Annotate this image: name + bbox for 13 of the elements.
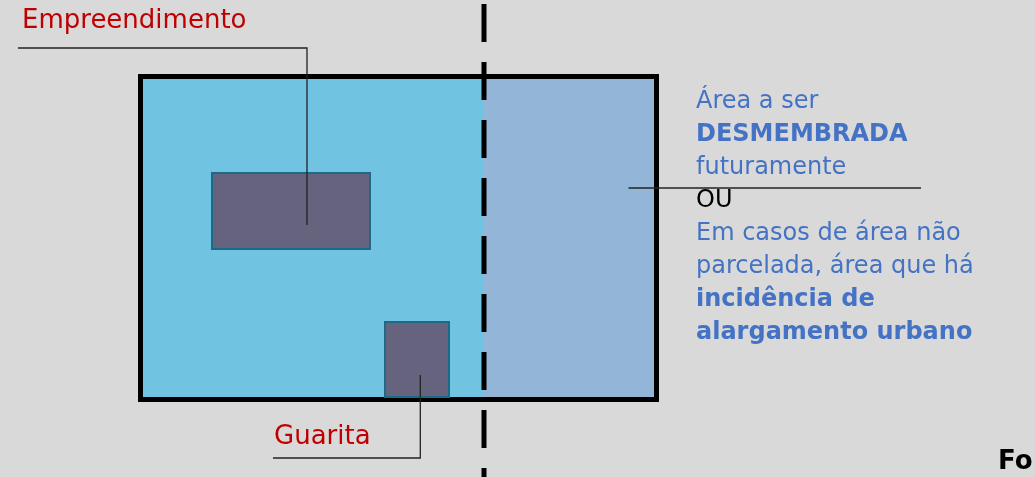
lot-outline bbox=[138, 74, 659, 402]
cut-off-text: Fo bbox=[998, 445, 1033, 475]
area-zone bbox=[484, 79, 654, 397]
connector-word: OU bbox=[696, 184, 734, 215]
leader-line bbox=[272, 374, 421, 459]
leader-line bbox=[17, 47, 308, 226]
building-block bbox=[384, 321, 450, 398]
building-block bbox=[211, 172, 371, 250]
callout-label: Empreendimento bbox=[22, 4, 247, 34]
note-text: Em casos de área não parcelada, área que há incidência de alargamento urbano bbox=[696, 217, 975, 347]
leader-line bbox=[627, 187, 922, 189]
callout-label: Guarita bbox=[274, 420, 371, 450]
note-text: Área a ser DESMEMBRADA futuramente bbox=[696, 84, 909, 182]
